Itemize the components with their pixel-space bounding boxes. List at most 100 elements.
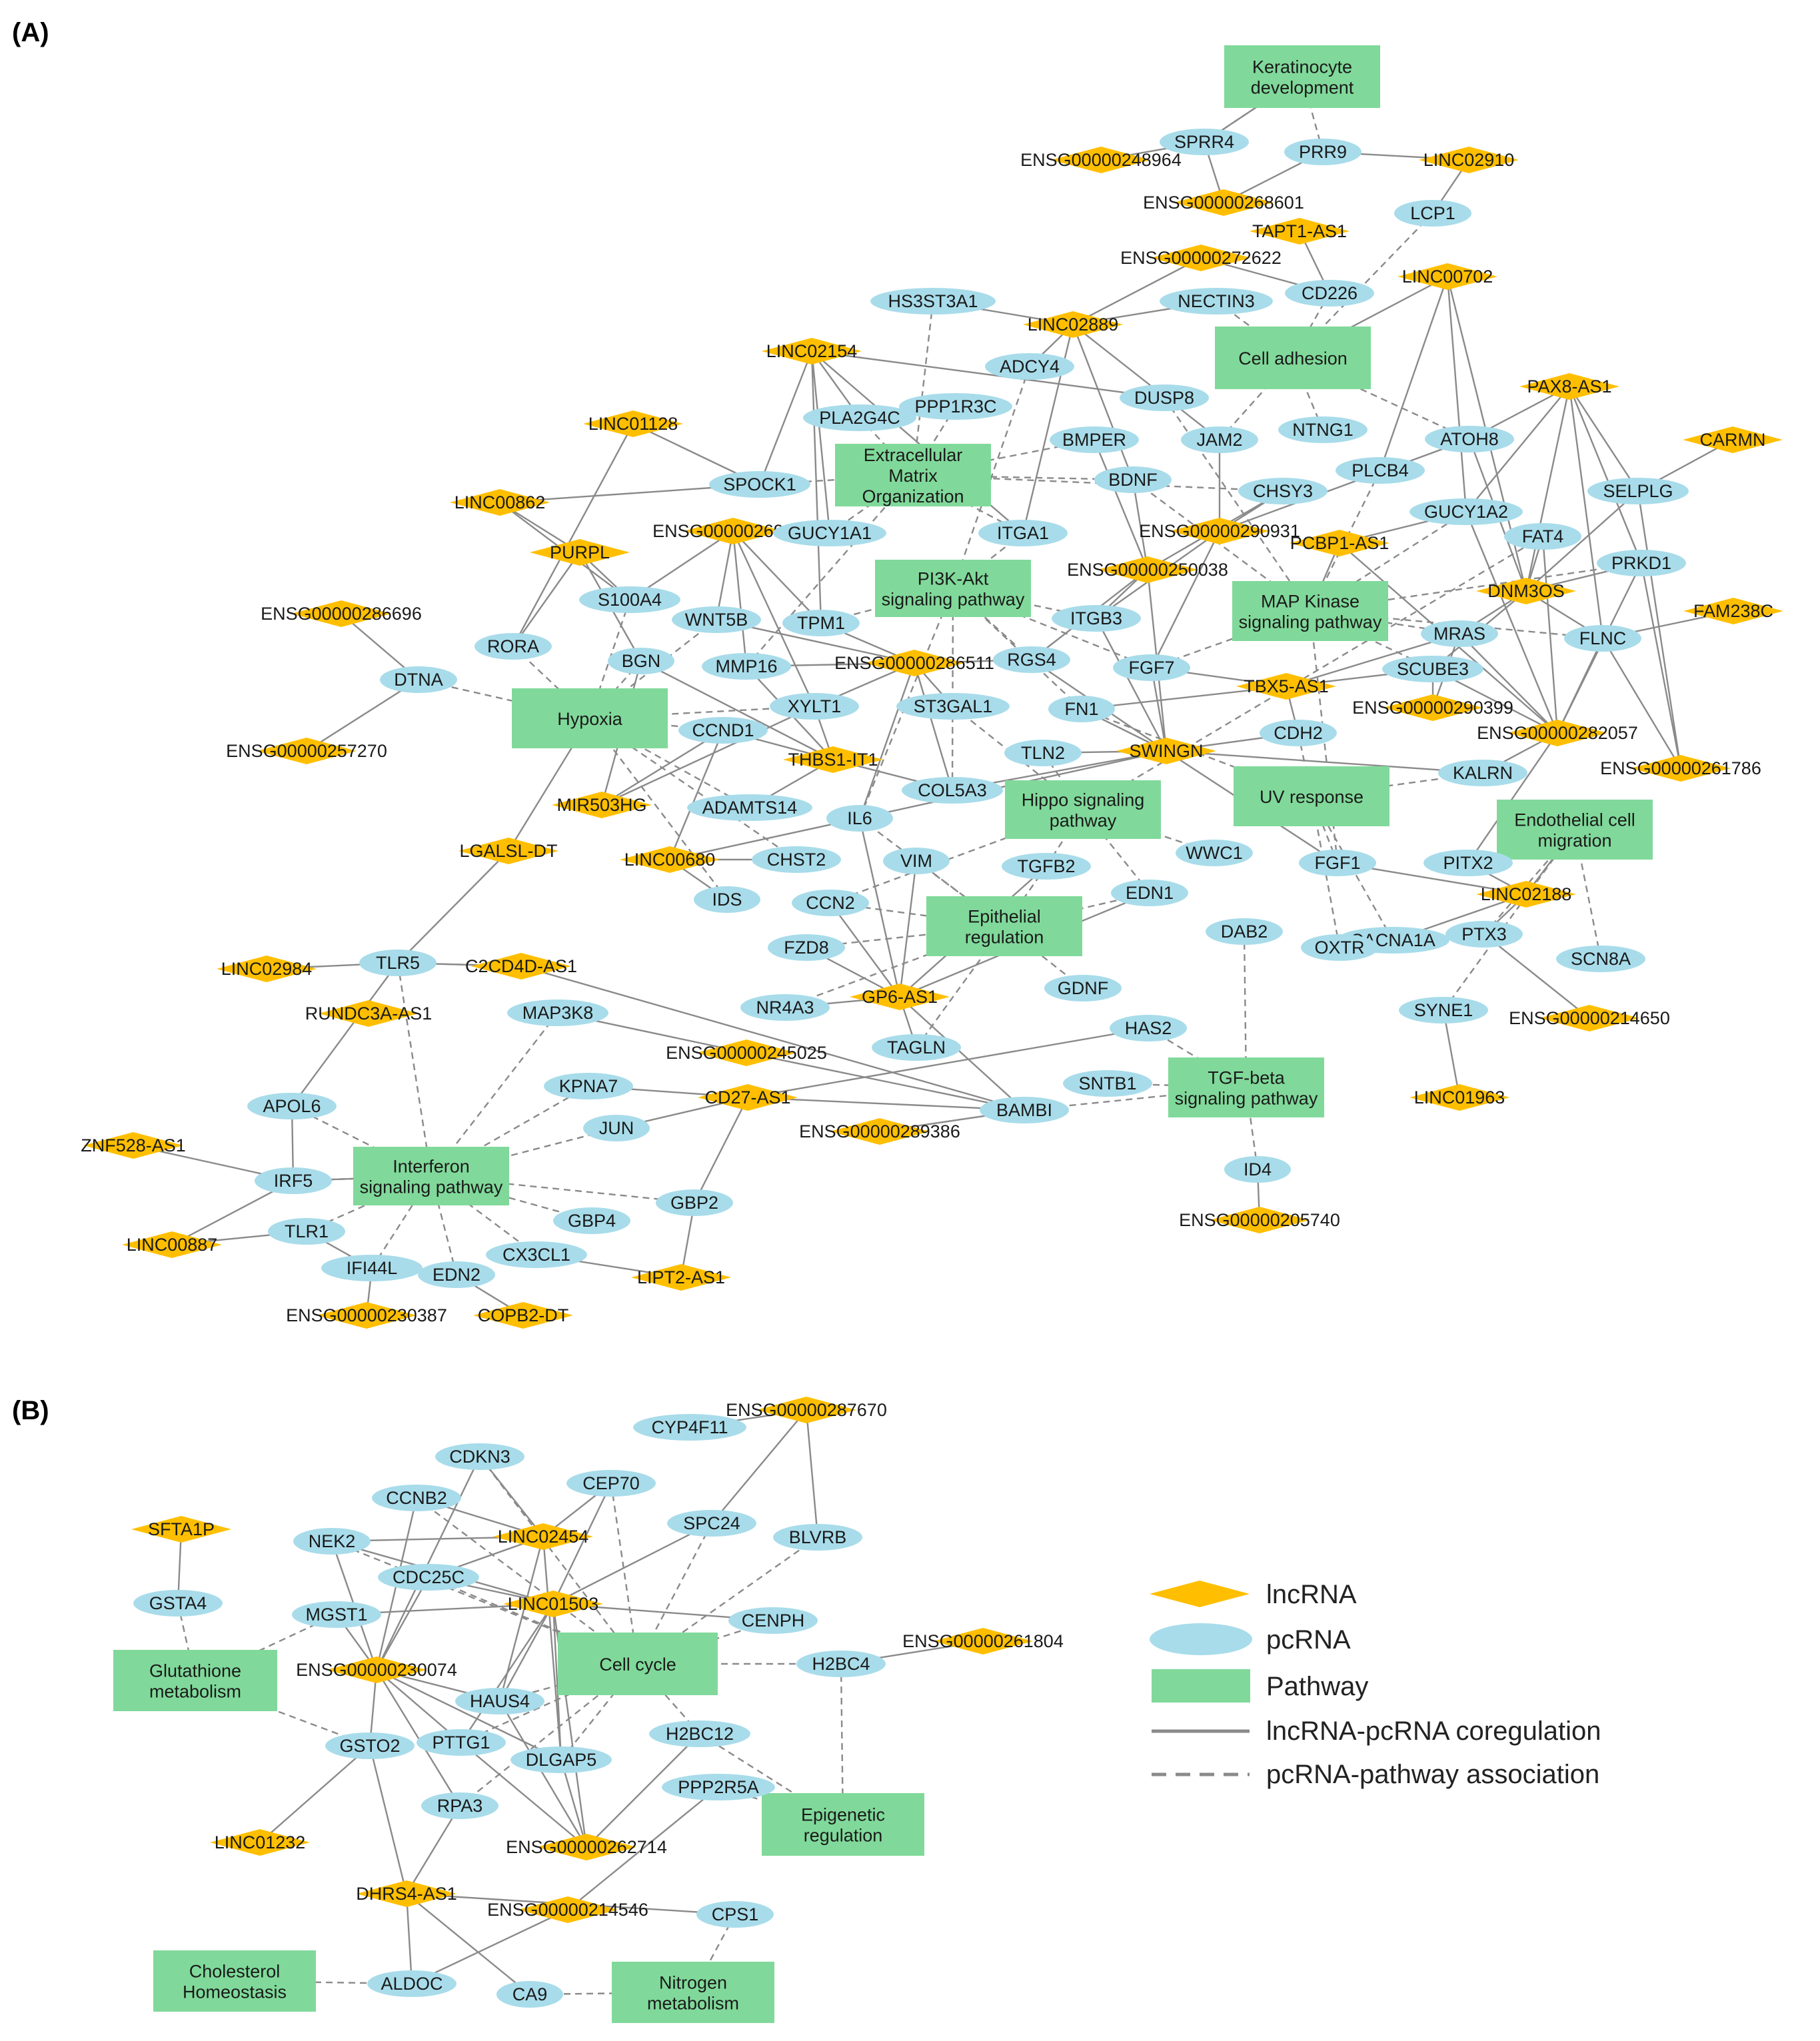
pcRNA-node[interactable]: BDNF	[1094, 466, 1172, 493]
pcRNA-node[interactable]: HS3ST3A1	[870, 288, 996, 315]
pcRNA-node[interactable]: CCND1	[678, 717, 768, 744]
pathway-node[interactable]: UV response	[1234, 766, 1389, 826]
pcRNA-node[interactable]: XYLT1	[770, 693, 859, 720]
pcRNA-node[interactable]: HAUS4	[455, 1688, 544, 1714]
lncRNA-node[interactable]: PCBP1-AS1	[1290, 530, 1389, 556]
pcRNA-node[interactable]: GUCY1A1	[773, 520, 886, 546]
lncRNA-node[interactable]: LINC02889	[1023, 311, 1123, 338]
pcRNA-node[interactable]: KPNA7	[544, 1073, 633, 1099]
pcRNA-node[interactable]: PTX3	[1445, 921, 1523, 948]
pcRNA-node[interactable]: JAM2	[1181, 426, 1258, 453]
pcRNA-node[interactable]: IRF5	[255, 1167, 332, 1194]
lncRNA-node[interactable]: LINC02454	[493, 1523, 593, 1550]
pcRNA-node[interactable]: GBP2	[656, 1189, 733, 1216]
pcRNA-node[interactable]: PRR9	[1284, 139, 1362, 165]
pcRNA-node[interactable]: PRKD1	[1597, 550, 1686, 576]
pcRNA-node[interactable]: CHST2	[752, 846, 841, 873]
pathway-node[interactable]: Hypoxia	[512, 688, 668, 748]
pcRNA-node[interactable]: GBP4	[553, 1207, 630, 1234]
pcRNA-node[interactable]: CDC25C	[378, 1564, 479, 1591]
pcRNA-node[interactable]: ADCY4	[985, 353, 1074, 380]
pcRNA-node[interactable]: CDKN3	[435, 1443, 524, 1470]
pcRNA-node[interactable]: SCN8A	[1556, 946, 1645, 972]
pcRNA-node[interactable]: DUSP8	[1120, 384, 1209, 411]
pcRNA-node[interactable]: IL6	[826, 805, 893, 832]
lncRNA-node[interactable]: LIPT2-AS1	[631, 1264, 731, 1291]
pcRNA-node[interactable]: CENPH	[728, 1607, 818, 1634]
lncRNA-node[interactable]: LINC00862	[450, 489, 550, 516]
lncRNA-node[interactable]: LINC02910	[1419, 147, 1519, 173]
pcRNA-node[interactable]: RORA	[474, 633, 552, 660]
pcRNA-node[interactable]: SELPLG	[1587, 478, 1689, 504]
lncRNA-node[interactable]: FAM238C	[1683, 598, 1783, 624]
lncRNA-node[interactable]: ENSG00000290931	[1139, 518, 1300, 544]
pcRNA-node[interactable]: GSTA4	[133, 1590, 223, 1617]
pcRNA-node[interactable]: H2BC4	[796, 1651, 886, 1677]
lncRNA-node[interactable]: ENSG00000262714	[506, 1834, 667, 1860]
pcRNA-node[interactable]: CDH2	[1260, 720, 1337, 746]
lncRNA-node[interactable]: DHRS4-AS1	[356, 1880, 457, 1907]
pcRNA-node[interactable]: NTNG1	[1278, 416, 1367, 443]
pcRNA-node[interactable]: GSTO2	[325, 1732, 415, 1759]
pcRNA-node[interactable]: WNT5B	[672, 606, 761, 633]
pcRNA-node[interactable]: IDS	[694, 886, 760, 913]
lncRNA-node[interactable]: LINC01232	[210, 1829, 310, 1856]
lncRNA-node[interactable]: ENSG00000290399	[1352, 694, 1513, 721]
pcRNA-node[interactable]: GUCY1A2	[1409, 498, 1523, 525]
pcRNA-node[interactable]: ST3GAL1	[896, 693, 1010, 720]
lncRNA-node[interactable]: ENSG00000245025	[666, 1039, 827, 1066]
pcRNA-node[interactable]: PITX2	[1423, 850, 1513, 876]
lncRNA-node[interactable]: ENSG00000230074	[296, 1657, 457, 1683]
pcRNA-node[interactable]: PTTG1	[417, 1729, 506, 1756]
lncRNA-node[interactable]: LINC00887	[122, 1231, 222, 1258]
pcRNA-node[interactable]: MGST1	[292, 1601, 381, 1628]
pcRNA-node[interactable]: SPOCK1	[709, 471, 810, 498]
lncRNA-node[interactable]: ENSG00000268601	[1143, 189, 1304, 216]
pcRNA-node[interactable]: MMP16	[702, 653, 791, 680]
lncRNA-node[interactable]: CARMN	[1683, 426, 1783, 453]
lncRNA-node[interactable]: ENSG00000282057	[1477, 720, 1638, 746]
lncRNA-node[interactable]: ENSG00000286696	[261, 600, 422, 627]
lncRNA-node[interactable]: ENSG00000286511	[834, 650, 994, 676]
lncRNA-node[interactable]: RUNDC3A-AS1	[305, 1000, 433, 1027]
pcRNA-node[interactable]: FZD8	[768, 934, 845, 961]
lncRNA-node[interactable]: LINC00680	[620, 846, 720, 873]
pcRNA-node[interactable]: TGFB2	[1002, 853, 1091, 880]
pcRNA-node[interactable]: CA9	[496, 1981, 563, 2008]
pcRNA-node[interactable]: ID4	[1224, 1156, 1291, 1183]
pcRNA-node[interactable]: JUN	[583, 1115, 650, 1141]
pcRNA-node[interactable]: APOL6	[247, 1093, 337, 1119]
lncRNA-node[interactable]: THBS1-IT1	[783, 746, 883, 773]
pathway-node[interactable]: Cell adhesion	[1215, 327, 1371, 389]
pcRNA-node[interactable]: MAP3K8	[507, 1000, 608, 1026]
lncRNA-node[interactable]: LINC02154	[762, 338, 862, 364]
pcRNA-node[interactable]: CPS1	[696, 1901, 774, 1928]
pcRNA-node[interactable]: SNTB1	[1063, 1070, 1152, 1097]
pcRNA-node[interactable]: ITGB3	[1052, 605, 1141, 632]
pcRNA-node[interactable]: PPP2R5A	[662, 1774, 775, 1800]
pcRNA-node[interactable]: PLCB4	[1336, 457, 1425, 484]
lncRNA-node[interactable]: ENSG00000272622	[1120, 245, 1282, 271]
pcRNA-node[interactable]: OXTR	[1301, 934, 1378, 961]
lncRNA-node[interactable]: GP6-AS1	[850, 984, 950, 1010]
pcRNA-node[interactable]: SCUBE3	[1382, 656, 1483, 682]
pcRNA-node[interactable]: LCP1	[1394, 200, 1471, 227]
lncRNA-node[interactable]: PURPL	[530, 539, 630, 566]
lncRNA-node[interactable]: C2CD4D-AS1	[465, 953, 577, 980]
lncRNA-node[interactable]: ENSG00000257270	[226, 738, 387, 764]
pcRNA-node[interactable]: SPC24	[667, 1510, 756, 1537]
pcRNA-node[interactable]: HAS2	[1110, 1015, 1187, 1041]
pcRNA-node[interactable]: SYNE1	[1399, 997, 1488, 1023]
pcRNA-node[interactable]: S100A4	[579, 586, 680, 613]
lncRNA-node[interactable]: PAX8-AS1	[1519, 373, 1619, 400]
pcRNA-node[interactable]: MRAS	[1421, 620, 1498, 647]
pcRNA-node[interactable]: NR4A3	[740, 994, 830, 1021]
lncRNA-node[interactable]: ENSG00000261804	[902, 1628, 1064, 1655]
